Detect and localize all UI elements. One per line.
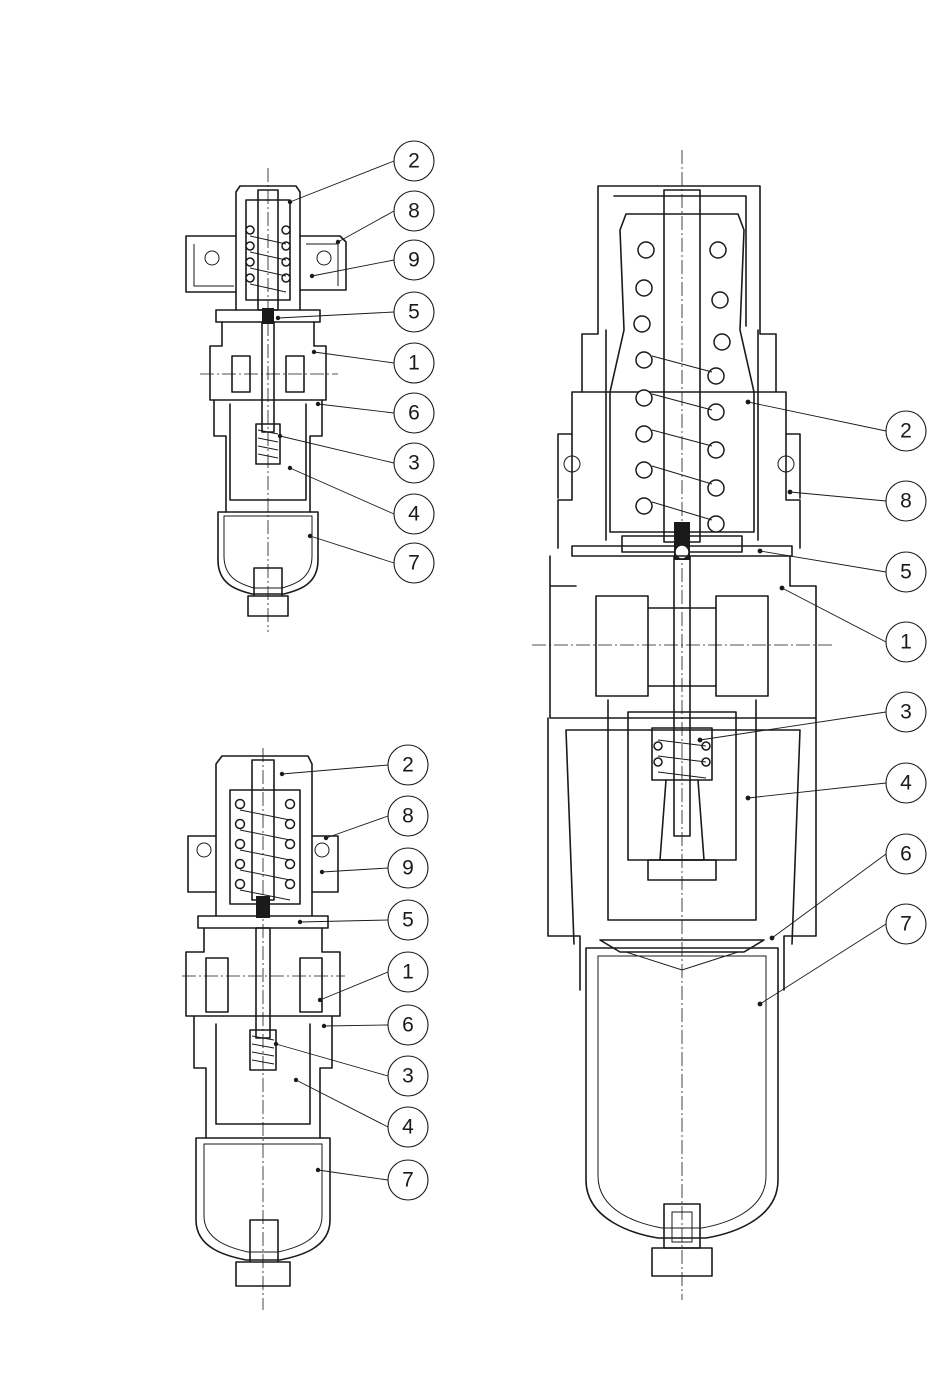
callout-bubble: 8 [886, 481, 926, 521]
svg-text:5: 5 [900, 561, 912, 584]
callout-bubble: 3 [886, 692, 926, 732]
svg-text:8: 8 [402, 805, 414, 828]
svg-text:6: 6 [402, 1014, 414, 1037]
callout-bubble: 4 [886, 763, 926, 803]
svg-text:3: 3 [408, 452, 420, 475]
callout-bubble: 7 [886, 904, 926, 944]
callout-bubble: 1 [388, 952, 428, 992]
svg-text:2: 2 [402, 754, 414, 777]
callout-bubble: 2 [394, 141, 434, 181]
svg-text:4: 4 [900, 772, 912, 795]
svg-text:5: 5 [408, 301, 420, 324]
callout-bubble: 2 [388, 745, 428, 785]
small-unit-top: 2 8 9 5 1 6 3 4 7 [186, 141, 434, 632]
callout-bubble: 3 [394, 443, 434, 483]
svg-text:6: 6 [408, 402, 420, 425]
callout-bubble: 5 [886, 552, 926, 592]
callout-bubble: 4 [388, 1107, 428, 1147]
callout-bubble: 4 [394, 494, 434, 534]
callout-bubble: 1 [394, 343, 434, 383]
callout-bubble: 2 [886, 411, 926, 451]
svg-text:7: 7 [402, 1169, 414, 1192]
svg-text:2: 2 [900, 420, 912, 443]
callout-bubble: 9 [394, 240, 434, 280]
svg-text:3: 3 [402, 1065, 414, 1088]
callout-bubble: 6 [388, 1005, 428, 1045]
svg-text:8: 8 [408, 200, 420, 223]
svg-text:9: 9 [408, 249, 420, 272]
svg-text:9: 9 [402, 857, 414, 880]
callout-bubble: 6 [394, 393, 434, 433]
callout-bubble: 8 [388, 796, 428, 836]
callout-bubble: 5 [388, 900, 428, 940]
svg-text:3: 3 [900, 701, 912, 724]
svg-text:1: 1 [900, 631, 912, 654]
callout-bubble: 6 [886, 834, 926, 874]
callout-bubble: 9 [388, 848, 428, 888]
svg-text:4: 4 [408, 503, 420, 526]
callout-bubble: 7 [394, 543, 434, 583]
callout-bubble: 5 [394, 292, 434, 332]
callout-bubble: 1 [886, 622, 926, 662]
large-unit: 2 8 5 1 3 4 6 7 [532, 150, 926, 1300]
svg-text:1: 1 [408, 352, 420, 375]
svg-text:1: 1 [402, 961, 414, 984]
callout-bubble: 8 [394, 191, 434, 231]
svg-text:7: 7 [408, 552, 420, 575]
svg-text:4: 4 [402, 1116, 414, 1139]
svg-text:2: 2 [408, 150, 420, 173]
svg-text:7: 7 [900, 913, 912, 936]
svg-text:5: 5 [402, 909, 414, 932]
small-unit-bottom: 2 8 9 5 1 6 3 4 7 [182, 745, 428, 1310]
callout-bubble: 3 [388, 1056, 428, 1096]
svg-text:6: 6 [900, 843, 912, 866]
svg-text:8: 8 [900, 490, 912, 513]
callout-bubble: 7 [388, 1160, 428, 1200]
